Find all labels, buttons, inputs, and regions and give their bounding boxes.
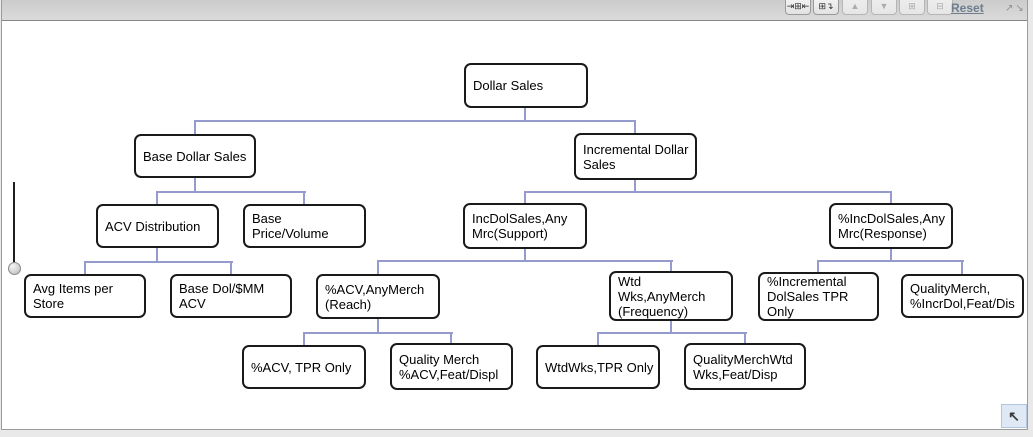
expand-tree-width-icon: ⇥⊞⇤ (786, 1, 810, 11)
tree-node-label: Wtd Wks,AnyMerch (Frequency) (618, 273, 706, 319)
connector-segment (450, 334, 452, 343)
tree-node-label: Base Dol/$MM ACV (179, 281, 265, 311)
tree-node-acv-distribution[interactable]: ACV Distribution (96, 204, 219, 248)
connector-segment (156, 193, 158, 204)
move-down-button[interactable]: ▼ (871, 0, 897, 15)
tree-node-dollar-sales[interactable]: Dollar Sales (464, 63, 588, 108)
tree-node-label: QualityMerchWtd Wks,Feat/Disp (693, 351, 793, 382)
connector-segment (156, 191, 306, 193)
connector-segment (597, 332, 747, 334)
tree-node-label: Base Dollar Sales (143, 148, 247, 164)
tree-node-label: Incremental Dollar Sales (583, 141, 689, 172)
connector-segment (377, 262, 379, 274)
tree-node-label: Quality Merch %ACV,Feat/Displ (399, 351, 499, 382)
tree-node-label: WtdWks,TPR Only (545, 359, 654, 375)
connector-segment (670, 321, 672, 332)
tree-node-pct-incremental-dolsales-tpr-only[interactable]: %Incremental DolSales TPR Only (758, 272, 879, 321)
tree-node-label: %ACV,AnyMerch (Reach) (325, 281, 425, 312)
tree-node-label: %Incremental DolSales TPR Only (767, 274, 849, 319)
tree-node-label: Avg Items per Store (33, 281, 113, 311)
tree-node-label: Dollar Sales (473, 78, 544, 93)
collapse-node-button[interactable]: ⊟ (927, 0, 953, 15)
back-to-overview-button[interactable]: ↖ (1001, 404, 1027, 428)
tree-node-qualitymerchwtd-wks-feat-disp[interactable]: QualityMerchWtd Wks,Feat/Disp (684, 343, 806, 390)
arrow-down-icon: ▼ (879, 1, 889, 11)
expand-tree-height-button[interactable]: ⊞↴ (813, 0, 839, 15)
tree-node-qualitymerch-pct-incrdol-feat-dis[interactable]: QualityMerch, %IncrDol,Feat/Dis (901, 274, 1024, 318)
diagonal-arrows-icon[interactable]: ↗↘ (1005, 3, 1026, 14)
connector-segment (84, 263, 86, 274)
plus-box-icon: ⊞ (908, 1, 916, 11)
connector-segment (524, 108, 526, 120)
toolbar: ⇥⊞⇤ ⊞↴ ▲ ▼ ⊞ ⊟ Reset ↗↘ (2, 0, 1027, 21)
expand-tree-width-button[interactable]: ⇥⊞⇤ (785, 0, 811, 15)
connector-segment (961, 262, 963, 274)
tree-node-avg-items-per-store[interactable]: Avg Items per Store (24, 274, 146, 318)
connector-segment (230, 263, 232, 274)
tree-node-wtdwks-tpr-only[interactable]: WtdWks,TPR Only (536, 345, 660, 389)
tree-node-base-price-volume[interactable]: Base Price/Volume (243, 204, 366, 248)
zoom-slider-handle[interactable] (8, 262, 21, 275)
tree-node-pct-acv-tpr-only[interactable]: %ACV, TPR Only (242, 345, 366, 389)
tree-node-label: IncDolSales,Any Mrc(Support) (472, 211, 568, 241)
tree-node-pct-acv-anymerch-reach[interactable]: %ACV,AnyMerch (Reach) (316, 274, 440, 319)
connector-segment (817, 262, 819, 272)
connector-segment (303, 334, 305, 345)
tree-node-base-dollar-sales[interactable]: Base Dollar Sales (134, 134, 256, 178)
connector-segment (670, 262, 672, 271)
tree-node-base-dol-per-mm-acv[interactable]: Base Dol/$MM ACV (170, 274, 292, 318)
tree-node-pct-incdolsales-anymrc-response[interactable]: %IncDolSales,Any Mrc(Response) (829, 203, 953, 249)
tree-node-label: Base Price/Volume (252, 211, 329, 241)
connector-segment (194, 120, 636, 122)
decomposition-tree-panel: ⇥⊞⇤ ⊞↴ ▲ ▼ ⊞ ⊟ Reset ↗↘ Dollar Sales Bas… (1, 0, 1028, 430)
tree-node-incdolsales-anymrc-support[interactable]: IncDolSales,Any Mrc(Support) (463, 203, 587, 249)
tree-node-label: ACV Distribution (105, 218, 201, 234)
minus-box-icon: ⊟ (936, 1, 944, 11)
connector-segment (634, 180, 636, 191)
connector-segment (194, 178, 196, 191)
connector-segment (377, 319, 379, 332)
connector-segment (597, 334, 599, 345)
move-up-button[interactable]: ▲ (842, 0, 868, 15)
tree-node-incremental-dollar-sales[interactable]: Incremental Dollar Sales (574, 133, 697, 180)
connector-segment (890, 193, 892, 203)
arrow-up-icon: ▲ (850, 1, 860, 11)
connector-segment (156, 248, 158, 261)
connector-segment (524, 191, 892, 193)
connector-segment (890, 249, 892, 260)
connector-segment (524, 193, 526, 203)
connector-segment (817, 260, 964, 262)
tree-node-label: %IncDolSales,Any Mrc(Response) (838, 211, 945, 241)
connector-segment (194, 122, 196, 134)
tree-node-label: %ACV, TPR Only (251, 359, 352, 375)
connector-segment (524, 249, 526, 260)
connector-segment (377, 260, 673, 262)
zoom-slider-track[interactable] (13, 182, 15, 264)
tree-node-wtd-wks-anymerch-frequency[interactable]: Wtd Wks,AnyMerch (Frequency) (609, 271, 733, 321)
connector-segment (303, 332, 453, 334)
connector-segment (303, 193, 305, 204)
expand-tree-height-icon: ⊞↴ (818, 1, 834, 11)
expand-node-button[interactable]: ⊞ (899, 0, 925, 15)
connector-segment (634, 122, 636, 133)
reset-link[interactable]: Reset (951, 1, 984, 15)
connector-segment (744, 334, 746, 343)
tree-node-label: QualityMerch, %IncrDol,Feat/Dis (910, 281, 1015, 311)
connector-segment (84, 261, 233, 263)
tree-node-quality-merch-pct-acv-feat-displ[interactable]: Quality Merch %ACV,Feat/Displ (390, 343, 513, 390)
arrow-up-left-icon: ↖ (1008, 407, 1020, 424)
